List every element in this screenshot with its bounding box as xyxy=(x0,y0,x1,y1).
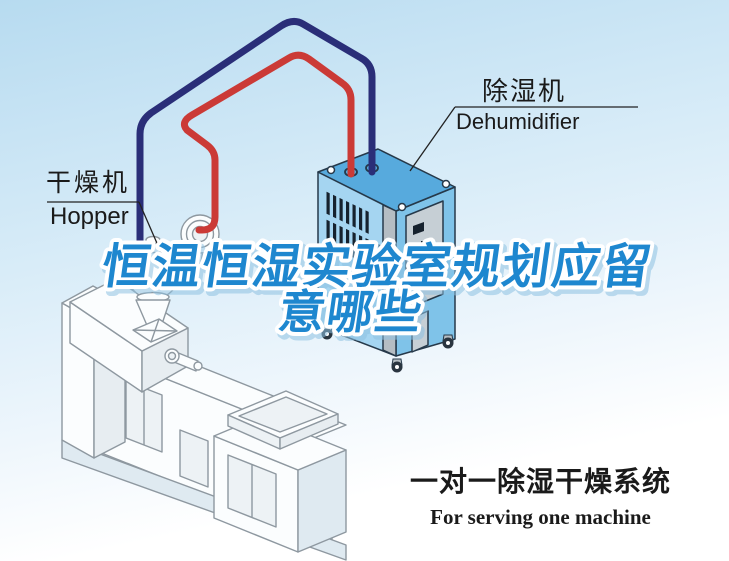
leader-lines xyxy=(47,106,638,258)
dehumidifier-machine xyxy=(317,148,456,373)
lower-panel xyxy=(411,310,429,353)
headline: 恒温恒湿实验室规划应留 意哪些 恒温恒湿实验室规划应留 意哪些 xyxy=(95,235,664,347)
hopper-label-en: Hopper xyxy=(50,203,129,230)
corner-pillar xyxy=(382,204,397,357)
hopper-dome xyxy=(127,235,179,343)
blower-unit xyxy=(170,214,220,289)
supply-hose-red xyxy=(180,51,355,234)
vent-grille xyxy=(325,191,393,274)
hoses xyxy=(136,17,376,251)
return-hose-navy xyxy=(136,17,376,251)
machine-window-2 xyxy=(179,429,209,488)
headline-shadow-line2: 意哪些 xyxy=(278,289,430,343)
hopper-label-zh: 干燥机 xyxy=(46,169,131,197)
caption-en: For serving one machine xyxy=(430,505,651,529)
control-door xyxy=(405,200,444,310)
barrel-nozzle xyxy=(164,348,203,372)
headline-shadow-line1: 恒温恒湿实验室规划应留 xyxy=(102,243,660,299)
caption-zh: 一对一除湿干燥系统 xyxy=(409,465,671,498)
dehumidifier-label-en: Dehumidifier xyxy=(456,109,580,134)
left-face-panel xyxy=(344,277,369,319)
headline-line2: 意哪些 xyxy=(275,285,427,339)
headline-line1: 恒温恒湿实验室规划应留 xyxy=(99,239,657,295)
dehumidifier-label-zh: 除湿机 xyxy=(482,76,567,106)
open-box-side xyxy=(279,413,339,450)
caption-block: 一对一除湿干燥系统 For serving one machine xyxy=(398,460,683,530)
caster-wheels xyxy=(321,325,454,373)
hopper-dryer xyxy=(127,214,220,343)
open-box-rim-inner xyxy=(238,396,328,433)
